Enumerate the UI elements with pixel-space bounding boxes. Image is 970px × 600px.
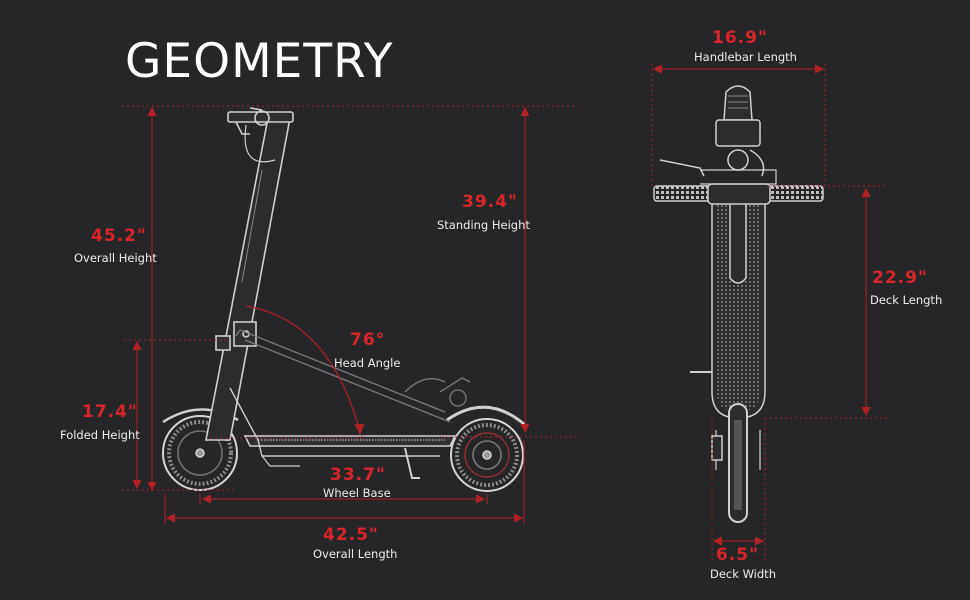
overall-length-label: Overall Length (313, 547, 398, 561)
overall-length-value: 42.5" (323, 525, 379, 545)
handlebar-length-value: 16.9" (712, 28, 768, 48)
top-view-scooter (653, 85, 824, 523)
standing-height-value: 39.4" (462, 192, 518, 212)
deck-width-value: 6.5" (716, 545, 759, 565)
head-angle-value: 76° (350, 330, 386, 350)
wheel-base-label: Wheel Base (323, 486, 391, 500)
wheel-base-value: 33.7" (330, 465, 386, 485)
side-view-scooter (162, 107, 526, 492)
overall-height-label: Overall Height (74, 251, 157, 265)
deck-length-value: 22.9" (872, 268, 928, 288)
deck-length-label: Deck Length (870, 293, 943, 307)
fold-mechanism (215, 321, 257, 351)
kickstand (404, 447, 420, 479)
overall-height-value: 45.2" (91, 226, 147, 246)
page-title: GEOMETRY (125, 34, 394, 89)
standing-height-label: Standing Height (437, 218, 530, 232)
head-angle-label: Head Angle (334, 356, 401, 370)
deck (243, 435, 457, 447)
right-grip (764, 185, 824, 202)
steering-stem (205, 117, 291, 441)
rear-wheel (450, 418, 524, 492)
rear-fender (446, 405, 526, 427)
folded-height-label: Folded Height (60, 428, 140, 442)
front-wheel (162, 415, 238, 491)
folded-height-value: 17.4" (82, 402, 138, 422)
top-dimension-lines (651, 64, 888, 562)
handlebar-length-label: Handlebar Length (694, 50, 797, 64)
deck-width-label: Deck Width (710, 567, 776, 581)
left-grip (653, 185, 715, 202)
side-dimension-lines (122, 105, 578, 524)
handlebar-top (227, 107, 294, 163)
folded-stem-outline (235, 329, 471, 423)
